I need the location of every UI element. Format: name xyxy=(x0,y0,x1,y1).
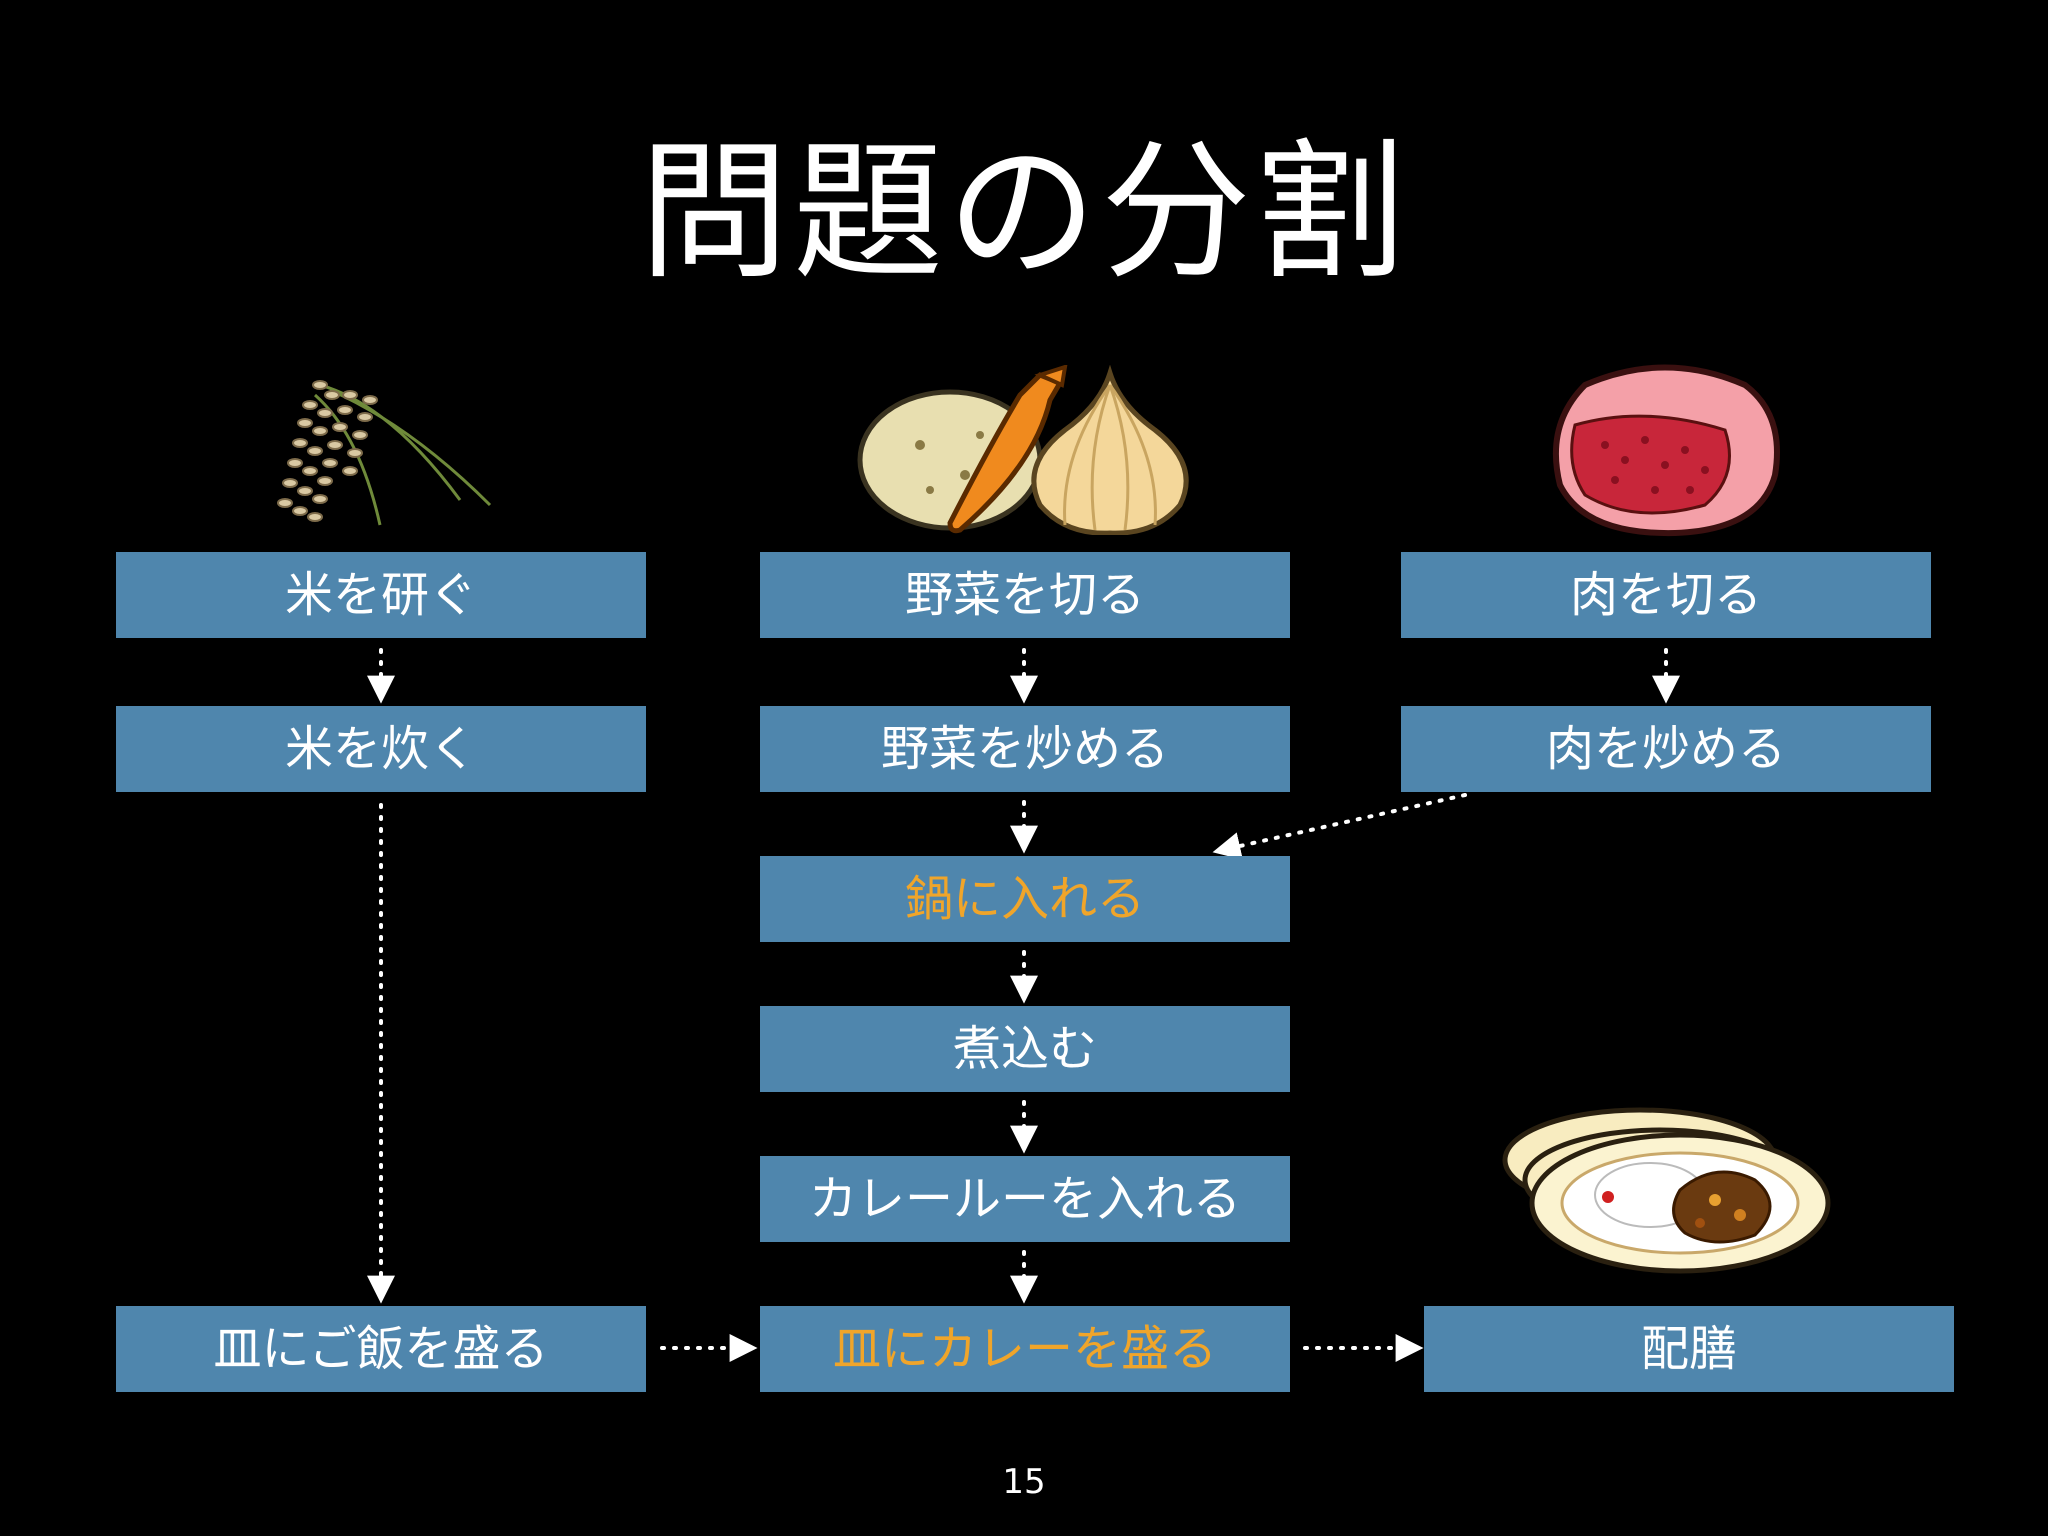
step-rice-serve: 皿にご飯を盛る xyxy=(116,1306,646,1392)
step-veg-cut: 野菜を切る xyxy=(760,552,1290,638)
rice-plant-icon xyxy=(277,380,492,526)
step-rice-cook: 米を炊く xyxy=(116,706,646,792)
arrow-meat-fry-to-pot xyxy=(1212,793,1467,860)
meat-icon xyxy=(1552,364,1780,537)
page-number: 15 xyxy=(1002,1462,1046,1502)
step-simmer: 煮込む xyxy=(760,1006,1290,1092)
step-deliver: 配膳 xyxy=(1424,1306,1954,1392)
step-pot-add: 鍋に入れる xyxy=(760,856,1290,942)
step-rice-wash: 米を研ぐ xyxy=(116,552,646,638)
step-meat-cut: 肉を切る xyxy=(1401,552,1931,638)
vegetables-icon xyxy=(857,365,1189,535)
step-roux-add: カレールーを入れる xyxy=(760,1156,1290,1242)
curry-plates-icon xyxy=(1502,1107,1831,1274)
step-veg-fry: 野菜を炒める xyxy=(760,706,1290,792)
step-meat-fry: 肉を炒める xyxy=(1401,706,1931,792)
slide-title: 問題の分割 xyxy=(638,126,1409,300)
step-curry-serve: 皿にカレーを盛る xyxy=(760,1306,1290,1392)
